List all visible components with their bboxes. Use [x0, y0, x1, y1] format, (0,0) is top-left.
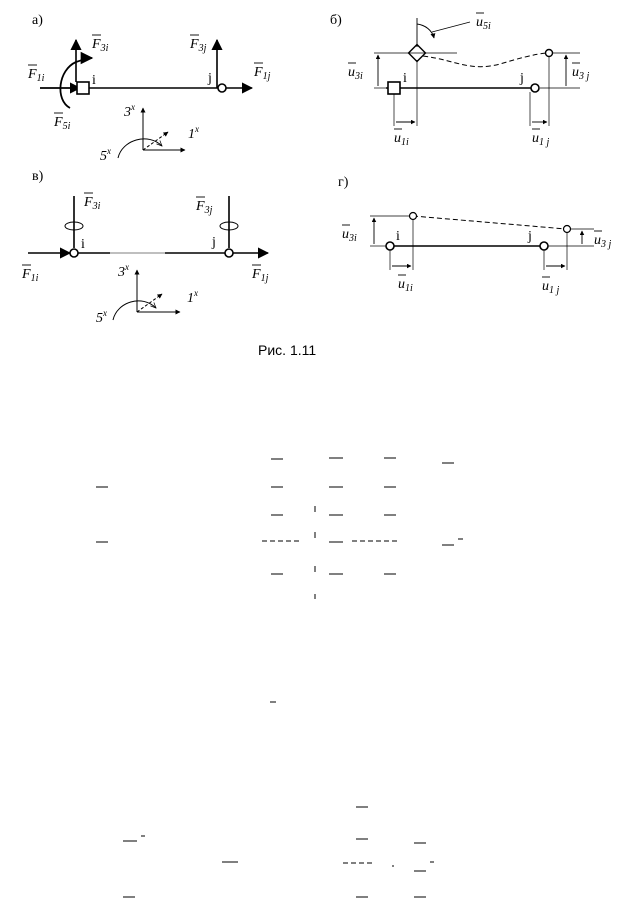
panel-v-label: в) — [32, 169, 44, 184]
panel-a-node-i-square — [76, 81, 90, 95]
panel-g-displaced-node-j — [562, 224, 572, 234]
panel-a-label-f3i: F3i — [91, 37, 109, 54]
panel-a-axis-3-label: 3x — [123, 102, 135, 120]
panel-b-displaced-node-j — [544, 48, 554, 58]
figure-caption: Рис. 1.11 — [258, 342, 316, 358]
panel-g-node-i-label: i — [396, 229, 400, 244]
panel-b-u5i-arc — [416, 23, 436, 39]
panel-a-axis-5-label: 5x — [100, 146, 111, 164]
panel-b-label-u1i: u1i — [394, 131, 409, 148]
panel-b-node-i-label: i — [403, 71, 407, 86]
panel-g-label-u3i: u3i — [342, 227, 357, 244]
panel-v-node-j-circle — [224, 248, 234, 258]
panel-v-node-i-label: i — [81, 237, 85, 252]
panel-a-label-f3j: F3j — [189, 37, 207, 54]
panel-v-node-j-label: j — [211, 235, 216, 250]
panel-a-local-axes: 3x 1x 5x — [100, 102, 199, 164]
panel-a-node-j-circle — [217, 83, 227, 93]
panel-v-torsion-ring-j — [219, 221, 239, 231]
panel-a-moment-f5i-arc — [59, 51, 94, 109]
panel-g-label-u1i: u1i — [398, 277, 413, 294]
panel-b-label-u5i: u5i — [476, 15, 491, 32]
residual-formula-marks — [96, 457, 463, 898]
panel-v-node-i-circle — [69, 248, 79, 258]
panel-v-local-axes: 3x 1x 5x — [96, 262, 198, 326]
panel-g-label-u3j: u3 j — [594, 233, 612, 250]
panel-b-label-u3i: u3i — [348, 65, 363, 82]
panel-b-label-u3j: u3 j — [572, 65, 590, 82]
panel-b-node-j-circle — [530, 83, 540, 93]
panel-a-label-f1j: F1j — [253, 65, 271, 82]
panel-g-displaced-node-i — [408, 211, 418, 221]
panel-a-axis-1-label: 1x — [188, 124, 199, 142]
panel-b-label: б) — [330, 13, 342, 28]
panel-b-node-j-label: j — [519, 71, 524, 86]
panel-a-node-j-label: j — [207, 71, 212, 86]
panel-v-label-f3j: F3j — [195, 199, 213, 216]
panel-a-node-i-label: i — [92, 73, 96, 88]
panel-g-deformed-beam — [412, 215, 567, 230]
panel-g-node-i-circle — [385, 241, 395, 251]
panel-g-label-u1j: u1 j — [542, 279, 560, 296]
panel-v-axis-1-label: 1x — [187, 288, 198, 306]
panel-a: а) F1i F3i F5i F3j F1j i j 3x — [27, 13, 271, 164]
panel-v-axis-3-label: 3x — [117, 262, 129, 280]
panel-b-deformed-beam — [422, 52, 548, 68]
panel-g-node-j-label: j — [527, 229, 532, 244]
panel-b-label-u1j: u1 j — [532, 131, 550, 148]
panel-g-label: г) — [338, 175, 349, 190]
panel-v: в) F3i F3j F1i F1j i j — [21, 169, 270, 326]
panel-b-node-i-square — [387, 81, 401, 95]
panel-a-label-f1i: F1i — [27, 67, 45, 84]
panel-a-label-f5i: F5i — [53, 115, 71, 132]
panel-v-label-f3i: F3i — [83, 195, 101, 212]
panel-a-label: а) — [32, 13, 43, 28]
panel-v-label-f1i: F1i — [21, 267, 39, 284]
panel-g-node-j-circle — [539, 241, 549, 251]
panel-b-u5i-leader — [431, 21, 471, 33]
panel-g: г) u3i u1i u3 j u1 j i j — [338, 175, 612, 296]
panel-v-label-f1j: F1j — [251, 267, 269, 284]
panel-b: б) u5i u3i u1i u3 j — [330, 12, 590, 148]
panel-v-torsion-ring-i — [64, 221, 84, 231]
panel-v-axis-5-label: 5x — [96, 308, 107, 326]
